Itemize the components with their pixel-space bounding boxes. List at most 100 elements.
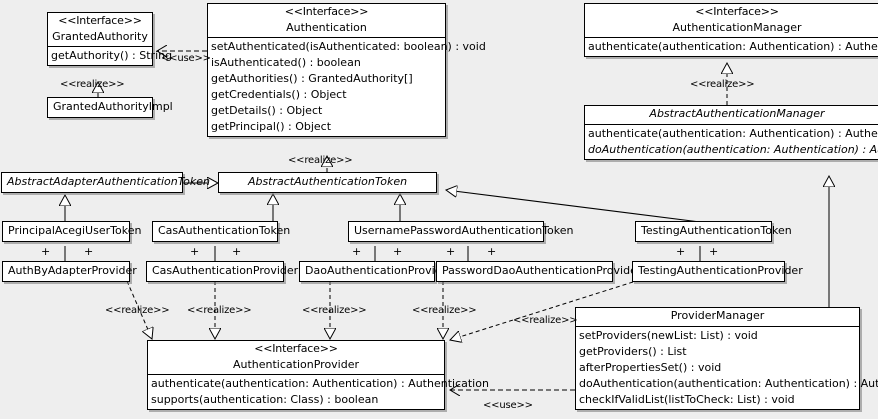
operation-afterpropertiesset: afterPropertiesSet() : void [579,360,722,374]
association-adornment-plus: + [487,245,497,258]
class-name: PasswordDaoAuthenticationProvider [442,264,642,277]
class-name: ProviderManager [670,309,765,322]
operation-doauthentication: doAuthentication(authentication: Authent… [588,142,878,156]
class-header-granted-authority-impl: GrantedAuthorityImpl [48,98,173,117]
class-header-cas-authentication-provider: CasAuthenticationProvider [147,262,299,281]
class-box-authentication-manager[interactable]: <<Interface>> AuthenticationManager auth… [584,3,878,58]
class-header-testing-authentication-provider: TestingAuthenticationProvider [633,262,803,281]
association-adornment-plus: + [84,245,94,258]
class-box-password-dao-authentication-provider[interactable]: PasswordDaoAuthenticationProvider [436,261,642,282]
operation-isauthenticated: isAuthenticated() : boolean [211,56,361,70]
class-name: AbstractAuthenticationToken [247,175,408,188]
relationship-label-realize-password-dao-provider: <<realize>> [412,305,477,316]
operations-compartment: authenticate(authentication: Authenticat… [585,125,878,159]
stereotype-label: <<Interface>> [58,14,142,27]
relationship-label-realize-cas-provider: <<realize>> [187,305,252,316]
operation-supports: supports(authentication: Class) : boolea… [151,393,379,407]
operation-authenticate: authenticate(authentication: Authenticat… [151,377,489,391]
operation-getauthority: getAuthority() : String [51,49,173,63]
class-header-username-password-authentication-token: UsernamePasswordAuthenticationToken [349,222,574,241]
class-name: CasAuthenticationToken [158,224,291,237]
association-adornment-plus: + [190,245,200,258]
operations-compartment: authenticate(authentication: Authenticat… [148,375,489,409]
class-box-dao-authentication-provider[interactable]: DaoAuthenticationProvider [299,261,453,282]
class-name: AbstractAuthenticationManager [649,107,825,120]
class-box-cas-authentication-provider[interactable]: CasAuthenticationProvider [146,261,299,282]
class-header-auth-by-adapter-provider: AuthByAdapterProvider [3,262,137,281]
operations-compartment: setAuthenticated(isAuthenticated: boolea… [208,38,486,136]
class-header-authentication-manager: <<Interface>> AuthenticationManager [585,4,878,39]
class-header-authentication: <<Interface>> Authentication [208,4,445,39]
operations-compartment: setProviders(newList: List) : void getPr… [576,327,878,409]
relationship-label-realize-granted-authority-impl: <<realize>> [60,79,125,90]
relationship-label-realize-provider-manager: <<realize>> [513,315,578,326]
association-adornment-plus: + [446,245,456,258]
class-box-granted-authority-impl[interactable]: GrantedAuthorityImpl [47,97,173,118]
operation-authenticate: authenticate(authentication: Authenticat… [588,126,878,140]
stereotype-label: <<Interface>> [695,5,779,18]
class-header-abstract-adapter-authentication-token: AbstractAdapterAuthenticationToken [2,173,210,192]
class-box-testing-authentication-provider[interactable]: TestingAuthenticationProvider [632,261,803,282]
class-name: CasAuthenticationProvider [152,264,299,277]
class-header-principal-acegi-user-token: PrincipalAcegiUserToken [3,222,142,241]
association-adornment-plus: + [676,245,686,258]
operation-getproviders: getProviders() : List [579,344,687,358]
class-box-abstract-adapter-authentication-token[interactable]: AbstractAdapterAuthenticationToken [1,172,210,193]
class-name: GrantedAuthority [52,29,148,43]
class-name: DaoAuthenticationProvider [305,264,453,277]
operation-getprincipal: getPrincipal() : Object [211,120,332,134]
class-header-password-dao-authentication-provider: PasswordDaoAuthenticationProvider [437,262,642,281]
operations-compartment: getAuthority() : String [48,47,173,65]
class-box-principal-acegi-user-token[interactable]: PrincipalAcegiUserToken [2,221,142,242]
relationship-label-use-granted-authority: <<use>> [161,53,211,64]
class-box-username-password-authentication-token[interactable]: UsernamePasswordAuthenticationToken [348,221,574,242]
relationship-label-use-provider-manager: <<use>> [483,400,533,411]
class-name: UsernamePasswordAuthenticationToken [354,224,574,237]
class-box-authentication[interactable]: <<Interface>> Authentication setAuthenti… [207,3,486,138]
class-name: AbstractAdapterAuthenticationToken [7,175,210,188]
operation-checkifvalidlist: checkIfValidList(listToCheck: List) : vo… [579,392,795,406]
operations-compartment: authenticate(authentication: Authenticat… [585,38,878,56]
class-name: AuthByAdapterProvider [8,264,137,277]
class-header-abstract-authentication-token: AbstractAuthenticationToken [219,173,436,192]
operation-doauthentication: doAuthentication(authentication: Authent… [579,376,878,390]
class-header-provider-manager: ProviderManager [576,308,859,327]
stereotype-label: <<Interface>> [254,342,338,355]
class-name: GrantedAuthorityImpl [53,100,173,113]
class-name: TestingAuthenticationProvider [638,264,803,277]
relationship-label-realize-abstract-authentication-manager: <<realize>> [690,79,755,90]
class-box-cas-authentication-token[interactable]: CasAuthenticationToken [152,221,291,242]
class-box-auth-by-adapter-provider[interactable]: AuthByAdapterProvider [2,261,137,282]
class-header-testing-authentication-token: TestingAuthenticationToken [636,222,792,241]
association-adornment-plus: + [393,245,403,258]
operation-getcredentials: getCredentials() : Object [211,88,347,102]
class-header-dao-authentication-provider: DaoAuthenticationProvider [300,262,453,281]
operation-setauthenticated: setAuthenticated(isAuthenticated: boolea… [211,40,486,54]
operation-getdetails: getDetails() : Object [211,104,323,118]
generalization-testingauthenticationtoken [446,190,701,223]
class-box-abstract-authentication-token[interactable]: AbstractAuthenticationToken [218,172,437,193]
relationship-label-realize-dao-provider: <<realize>> [302,305,367,316]
class-box-abstract-authentication-manager[interactable]: AbstractAuthenticationManager authentica… [584,105,878,160]
operation-getauthorities: getAuthorities() : GrantedAuthority[] [211,72,413,86]
operation-authenticate: authenticate(authentication: Authenticat… [588,40,878,54]
relationship-label-realize-abstract-authentication-token: <<realize>> [288,155,353,166]
class-name: AuthenticationProvider [232,357,360,371]
association-adornment-plus: + [232,245,242,258]
operation-setproviders: setProviders(newList: List) : void [579,328,758,342]
class-name: TestingAuthenticationToken [641,224,792,237]
association-adornment-plus: + [352,245,362,258]
association-adornment-plus: + [41,245,51,258]
class-name: AuthenticationManager [672,20,802,34]
association-adornment-plus: + [709,245,719,258]
class-header-granted-authority: <<Interface>> GrantedAuthority [48,13,152,48]
relationship-label-realize-auth-by-adapter: <<realize>> [105,305,170,316]
class-name: PrincipalAcegiUserToken [8,224,142,237]
class-box-authentication-provider[interactable]: <<Interface>> AuthenticationProvider aut… [147,340,489,411]
class-box-provider-manager[interactable]: ProviderManager setProviders(newList: Li… [575,307,878,410]
class-box-granted-authority[interactable]: <<Interface>> GrantedAuthority getAuthor… [47,12,173,67]
class-header-cas-authentication-token: CasAuthenticationToken [153,222,291,241]
class-box-testing-authentication-token[interactable]: TestingAuthenticationToken [635,221,792,242]
class-header-authentication-provider: <<Interface>> AuthenticationProvider [148,341,444,376]
